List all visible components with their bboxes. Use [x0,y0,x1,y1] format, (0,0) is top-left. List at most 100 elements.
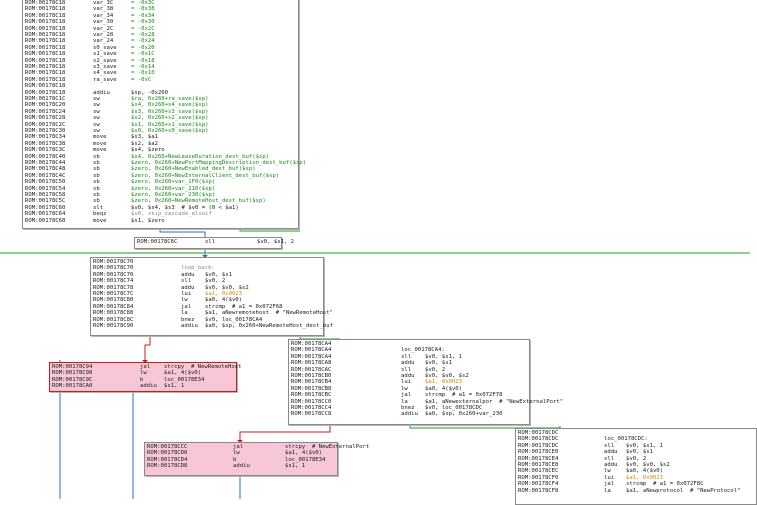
operands: $s4, $zero [131,147,165,154]
operands: = -0x3C [131,0,155,6]
operands: $s4, 0x260+NewLeaseDuration_dest_buf($sp… [131,153,270,160]
address-label: ROM:00178C64 [25,211,66,218]
mnemonic: sw [93,102,100,109]
mnemonic: move [93,147,107,154]
mnemonic: sb [93,160,100,166]
mnemonic: sw [93,108,100,115]
mnemonic: move [93,140,107,147]
address-label: ROM:00178CA4 [291,353,332,360]
address-label: ROM:00178C1C [25,96,66,102]
operands: = -0x10 [131,70,155,77]
address-label: ROM:00178CC4 [291,405,332,411]
address-label: ROM:00178CDC [518,442,559,449]
mnemonic: lui [181,291,192,297]
mnemonic: addu [401,360,415,367]
operands: $a0, 4($v0) [425,385,463,392]
mnemonic: bnez [181,316,195,323]
address-label: ROM:00178CD8 [147,463,188,470]
operands: $a0, $sp, 0x260+NewRemoteHost_dest_buf [205,323,333,329]
address-label: ROM:00178C6C [137,239,178,245]
operands: = -0x2C [131,25,155,32]
address-label: ROM:00178C88 [93,310,134,317]
mnemonic: lw [604,468,611,475]
address-label: ROM:00178C2C [25,121,66,128]
code-block-prologue[interactable]: ROM:00178C18 var_3C = -0x3C ROM:00178C18 var… [22,0,306,229]
mnemonic: jal [604,481,615,488]
mnemonic: lw [233,450,240,457]
mnemonic: addu [604,462,618,468]
mnemonic: lw [140,370,147,377]
mnemonic: loc_00178CA4: [401,347,445,354]
mnemonic: move [93,217,107,224]
mnemonic: sb [93,185,100,192]
address-label: ROM:00178C78 [93,284,134,291]
mnemonic: jal [233,444,244,450]
operands: = -0x18 [131,57,155,64]
operands: $v0, loc_00178CDC [425,405,483,411]
address-label: ROM:00178CB8 [291,385,332,392]
address-label: ROM:00178C84 [93,303,134,310]
mnemonic: lw [181,297,188,304]
edge-b3-b4 [144,334,151,360]
operands: $a1, aNewprotocol # "NewProtocol" [626,487,741,494]
address-label: ROM:00178C48 [25,166,66,173]
address-label: ROM:00178C24 [25,108,66,115]
mnemonic: var_34 [93,12,114,19]
mnemonic: sb [93,172,100,179]
mnemonic: var_2C [93,25,114,32]
operands: $s2, 0x260+s2_save($sp) [131,115,209,122]
mnemonic: move [93,134,107,141]
operands: = -0x14 [131,64,155,70]
mnemonic: jal [401,392,412,399]
operands: $v0, $v0, $s2 [205,284,249,291]
address-label: ROM:00178C30 [25,128,66,134]
address-label: ROM:00178C9C [52,376,93,383]
edge-b5-b6 [239,423,331,440]
mnemonic: ra_save [93,76,117,83]
operands: $a1, 0x0023 [205,291,243,297]
operands: $a1, aNewremotehost # "NewRemoteHost" [205,310,333,317]
address-label: ROM:00178C20 [25,102,66,109]
address-label: ROM:00178C18 [25,70,66,77]
mnemonic: sw [93,121,100,128]
operands: = -0x38 [131,6,155,13]
address-label: ROM:00178C3C [25,147,66,154]
operands: $v0, skip_cascade_elseif [131,211,212,218]
mnemonic: sb [93,166,100,173]
address-label: ROM:00178CC8 [291,411,332,418]
mnemonic: b [140,376,144,383]
operands: $s3, 0x260+s3_save($sp) [131,108,209,115]
address-label: ROM:00178C94 [52,364,93,370]
mnemonic: var_3C [93,0,114,6]
address-label: ROM:00178C90 [93,323,134,329]
address-label: ROM:00178C8C [93,316,134,323]
mnemonic: sw [93,115,100,122]
address-label: ROM:00178CBC [291,392,332,399]
address-label: ROM:00178C54 [25,185,66,192]
address-label: ROM:00178CA8 [291,360,332,367]
address-label: ROM:00178C74 [93,278,134,285]
address-label: ROM:00178C18 [25,0,66,6]
mnemonic: s3_save [93,64,117,70]
mnemonic: s0_save [93,44,117,51]
address-label: ROM:00178C4C [25,172,66,179]
arrowhead-b6 [237,440,243,443]
operands: loc_00178E34 [285,456,326,463]
operands: = -0x1C [131,51,155,58]
address-label: ROM:00178C18 [25,12,66,19]
mnemonic: slt [93,204,104,211]
operands: $zero, 0x260+var_1F0($sp) [131,179,216,186]
mnemonic: beqz [93,211,107,218]
address-label: ROM:00178C18 [25,89,66,96]
mnemonic: sb [93,192,100,198]
operands: $zero, 0x260+NewEnabled_dest_buf($sp) [131,166,256,173]
operands: $v0, $s1 [425,360,452,367]
arrowhead-b3 [202,255,208,258]
address-label: ROM:00178C18 [25,83,66,90]
